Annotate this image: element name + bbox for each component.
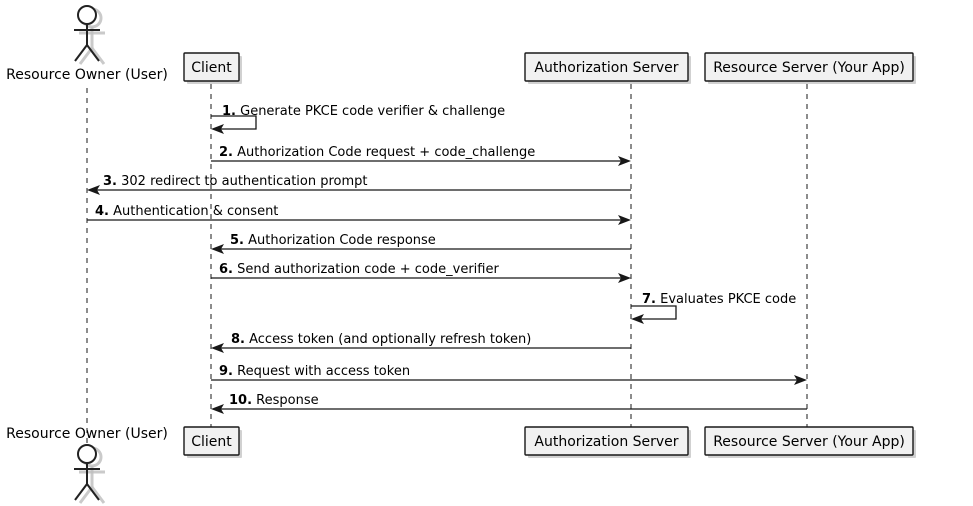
participant-box-resserver-top [704,52,914,82]
actor-icon-user-top [74,5,100,62]
message-10[interactable]: 10. Response [211,393,807,414]
participant-user-bottom[interactable]: Resource Owner (User) [6,426,168,504]
message-8-number: 8. [231,332,245,347]
message-7-label: 7. Evaluates PKCE code [642,292,796,307]
message-3-label: 3. 302 redirect to authentication prompt [103,174,368,189]
message-9[interactable]: 9. Request with access token [211,364,807,385]
participant-user-top[interactable]: Resource Owner (User) [6,5,168,83]
message-10-number: 10. [229,393,252,408]
participant-authserver-bottom[interactable]: Authorization Server [524,426,691,458]
participant-box-authserver-bottom [524,426,689,456]
message-7[interactable]: 7. Evaluates PKCE code [631,292,796,324]
participant-label-resserver-bottom: Resource Server (Your App) [713,434,905,450]
participant-label-client-top: Client [191,60,232,76]
message-8-text: Access token (and optionally refresh tok… [249,332,531,347]
message-7-text: Evaluates PKCE code [660,292,796,307]
message-1[interactable]: 1. Generate PKCE code verifier & challen… [211,104,505,134]
participant-resserver-bottom[interactable]: Resource Server (Your App) [704,426,916,458]
message-3-number: 3. [103,174,117,189]
message-10-text: Response [256,393,318,408]
message-4-arrowhead [618,215,631,225]
message-8-arrowhead [211,343,224,353]
message-3[interactable]: 3. 302 redirect to authentication prompt [87,174,631,195]
message-2-arrowhead [618,156,631,166]
message-5-label: 5. Authorization Code response [230,233,436,248]
message-10-label: 10. Response [229,393,319,408]
message-3-text: 302 redirect to authentication prompt [121,174,367,189]
message-4-number: 4. [95,204,109,219]
message-2-label: 2. Authorization Code request + code_cha… [219,145,535,160]
participant-box-resserver-bottom [704,426,914,456]
participant-label-user-top: Resource Owner (User) [6,67,168,83]
message-1-arrowhead [211,124,224,134]
participant-authserver-top[interactable]: Authorization Server [524,52,691,84]
message-9-label: 9. Request with access token [219,364,410,379]
message-1-label: 1. Generate PKCE code verifier & challen… [222,104,505,119]
message-2[interactable]: 2. Authorization Code request + code_cha… [211,145,631,166]
message-1-number: 1. [222,104,236,119]
message-9-text: Request with access token [237,364,410,379]
message-3-arrowhead [87,185,100,195]
participant-box-authserver-top [524,52,689,82]
message-6-label: 6. Send authorization code + code_verifi… [219,262,499,277]
message-4[interactable]: 4. Authentication & consent [87,204,631,225]
message-8[interactable]: 8. Access token (and optionally refresh … [211,332,631,353]
message-9-arrowhead [794,375,807,385]
message-4-text: Authentication & consent [113,204,278,219]
participant-client-top[interactable]: Client [183,52,242,84]
participant-label-resserver-top: Resource Server (Your App) [713,60,905,76]
message-2-number: 2. [219,145,233,160]
message-1-text: Generate PKCE code verifier & challenge [240,104,505,119]
message-5-arrowhead [211,244,224,254]
message-6[interactable]: 6. Send authorization code + code_verifi… [211,262,631,283]
lifelines-group [86,84,808,450]
message-9-number: 9. [219,364,233,379]
participant-label-user-bottom: Resource Owner (User) [6,426,168,442]
participant-label-client-bottom: Client [191,434,232,450]
message-8-label: 8. Access token (and optionally refresh … [231,332,531,347]
message-4-label: 4. Authentication & consent [95,204,278,219]
message-6-arrowhead [618,273,631,283]
participant-label-authserver-bottom: Authorization Server [534,434,678,450]
actor-icon-user-bottom [74,444,100,501]
message-2-text: Authorization Code request + code_challe… [237,145,535,160]
participant-client-bottom[interactable]: Client [183,426,242,458]
message-5[interactable]: 5. Authorization Code response [211,233,631,254]
message-6-number: 6. [219,262,233,277]
message-5-number: 5. [230,233,244,248]
message-6-text: Send authorization code + code_verifier [237,262,499,277]
participant-box-client-top [183,52,240,82]
participant-label-authserver-top: Authorization Server [534,60,678,76]
message-1-line [211,115,257,130]
message-10-arrowhead [211,404,224,414]
participant-box-client-bottom [183,426,240,456]
participant-resserver-top[interactable]: Resource Server (Your App) [704,52,916,84]
message-5-text: Authorization Code response [248,233,436,248]
message-7-number: 7. [642,292,656,307]
message-7-arrowhead [631,314,644,324]
message-7-line [631,305,677,320]
